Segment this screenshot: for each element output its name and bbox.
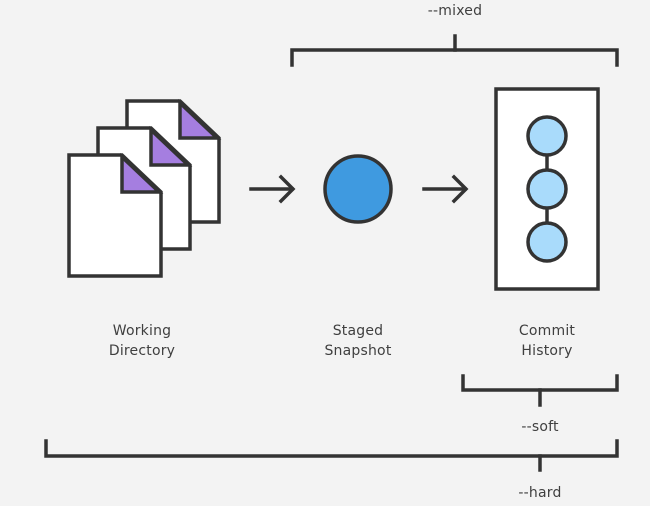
commit-node bbox=[526, 168, 568, 210]
commit-history-icon bbox=[494, 87, 600, 291]
commit-history-label: Commit History bbox=[519, 321, 575, 361]
working-directory-label: Working Directory bbox=[109, 321, 175, 361]
arrow-right-icon bbox=[249, 174, 296, 204]
staged-snapshot-label: Staged Snapshot bbox=[324, 321, 391, 361]
staged-snapshot-line2: Snapshot bbox=[324, 343, 392, 359]
hard-bracket bbox=[44, 439, 619, 472]
working-directory-line2: Directory bbox=[108, 343, 176, 359]
arrow-right-icon bbox=[422, 174, 469, 204]
mixed-label: --mixed bbox=[427, 3, 483, 19]
hard-label: --hard bbox=[518, 485, 562, 501]
commit-history-line2: History bbox=[521, 343, 573, 359]
staged-snapshot-line1: Staged bbox=[332, 323, 384, 339]
documents-icon bbox=[67, 98, 222, 278]
commit-node bbox=[526, 221, 568, 263]
soft-bracket bbox=[461, 374, 619, 407]
soft-label: --soft bbox=[521, 419, 559, 435]
commit-history-line1: Commit bbox=[518, 323, 576, 339]
mixed-bracket bbox=[290, 34, 619, 67]
commit-node bbox=[526, 115, 568, 157]
snapshot-circle-icon bbox=[323, 154, 393, 224]
working-directory-line1: Working bbox=[112, 323, 172, 339]
